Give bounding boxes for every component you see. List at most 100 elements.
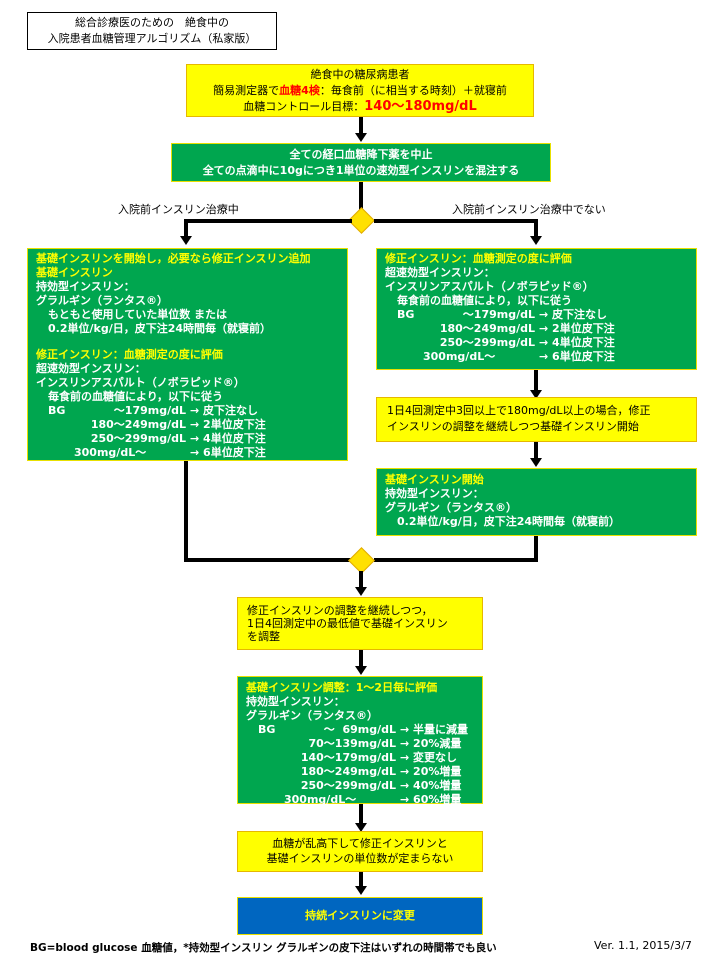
scale-prefix: [258, 765, 284, 779]
connector-line: [534, 442, 538, 459]
left-correction-rule: 毎食前の血糖値により，以下に従う: [48, 390, 224, 403]
arrow-icon: [530, 236, 542, 245]
footer-note: BG=blood glucose 血糖値，*持効型インスリン グラルギンの皮下注…: [30, 942, 497, 954]
connector-line: [534, 219, 538, 237]
scale-action: → 半量に減量: [400, 723, 469, 736]
scale-action: → 皮下注なし: [190, 404, 259, 417]
connector-line: [374, 558, 538, 562]
right-correction-box: 修正インスリン：血糖測定の度に評価 超速効型インスリン： インスリンアスパルト（…: [376, 248, 697, 370]
scale-row: 180～249mg/dL→ 2単位皮下注: [397, 322, 696, 336]
arrow-icon: [355, 823, 367, 832]
scale-row: 300mg/dL～ → 6単位皮下注: [48, 446, 347, 460]
left-heading: 基礎インスリンを開始し，必要なら修正インスリン追加: [36, 252, 311, 265]
merge-line-2: 1日4回測定中の最低値で基礎インスリン: [247, 617, 448, 630]
left-basal-heading: 基礎インスリン: [36, 266, 113, 279]
left-correction-drug: インスリンアスパルト（ノボラピッド®）: [36, 376, 245, 389]
scale-prefix: BG: [48, 404, 66, 417]
scale-range: 250～299mg/dL: [439, 336, 535, 349]
scale-row: 180～249mg/dL → 2単位皮下注: [48, 418, 347, 432]
right-correction-heading: 修正インスリン：血糖測定の度に評価: [385, 252, 572, 265]
right-basal-drug: グラルギン（ランタス®）: [385, 501, 517, 514]
scale-range: 300mg/dL～: [74, 446, 147, 459]
start-line-1: 絶食中の糖尿病患者: [310, 68, 410, 81]
start-line-3-highlight: 140～180mg/dL: [364, 99, 477, 114]
connector-line: [534, 370, 538, 392]
scale-action: → 20%減量: [400, 737, 462, 750]
scale-prefix: BG: [258, 723, 276, 736]
scale-range: 180～249mg/dL: [90, 418, 186, 431]
switch-continuous-insulin-box: 持続インスリンに変更: [237, 897, 483, 935]
adjust-drug: グラルギン（ランタス®）: [246, 709, 378, 722]
scale-prefix: [397, 336, 423, 350]
connector-line: [359, 650, 363, 668]
scale-prefix: BG: [397, 308, 415, 321]
scale-range: ～179mg/dL: [462, 308, 535, 321]
merge-line-3: を調整: [247, 630, 280, 643]
unstable-line-2: 基礎インスリンの単位数が定まらない: [266, 852, 454, 865]
connector-line: [184, 219, 188, 237]
right-condition-box: 1日4回測定中3回以上で180mg/dL以上の場合，修正 インスリンの調整を継続…: [376, 397, 697, 442]
unstable-line-1: 血糖が乱高下して修正インスリンと: [272, 837, 448, 850]
scale-prefix: [258, 779, 284, 793]
right-correction-drug: インスリンアスパルト（ノボラピッド®）: [385, 280, 594, 293]
scale-action: → 60%増量: [400, 793, 462, 806]
arrow-icon: [355, 133, 367, 142]
right-basal-start-box: 基礎インスリン開始 持効型インスリン： グラルギン（ランタス®） 0.2単位/k…: [376, 468, 697, 536]
connector-line: [359, 117, 363, 135]
scale-prefix: [48, 432, 74, 446]
stop-line-1: 全ての経口血糖降下薬を中止: [289, 148, 433, 161]
scale-action: → 皮下注なし: [539, 308, 608, 321]
merge-adjust-box: 修正インスリンの調整を継続しつつ， 1日4回測定中の最低値で基礎インスリン を調…: [237, 597, 483, 650]
final-label: 持続インスリンに変更: [305, 909, 415, 922]
basal-adjust-box: 基礎インスリン調整：1～2日毎に評価 持効型インスリン： グラルギン（ランタス®…: [237, 676, 483, 807]
scale-action: → 2単位皮下注: [539, 322, 615, 335]
merge-diamond-icon: [348, 547, 375, 574]
condition-line-1: 1日4回測定中3回以上で180mg/dL以上の場合，修正: [387, 404, 651, 417]
right-basal-dose: 0.2単位/kg/日，皮下注24時間毎（就寝前）: [397, 515, 621, 528]
stop-line-2: 全ての点滴中に10gにつき1単位の速効型インスリンを混注する: [202, 164, 520, 177]
start-line-3: 血糖コントロール目標：140～180mg/dL: [187, 99, 533, 115]
scale-action: → 4単位皮下注: [539, 336, 615, 349]
scale-prefix: [48, 446, 74, 460]
adjust-type: 持効型インスリン：: [246, 695, 345, 708]
merge-line-1: 修正インスリンの調整を継続しつつ，: [247, 604, 433, 617]
scale-row: BG～ 69mg/dL→ 半量に減量: [258, 723, 482, 737]
scale-range: 300mg/dL～: [284, 793, 357, 806]
scale-row: 140～179mg/dL→ 変更なし: [258, 751, 482, 765]
right-basal-heading: 基礎インスリン開始: [385, 473, 484, 486]
start-line-2-prefix: 簡易測定器で: [213, 84, 280, 97]
left-correction-type: 超速効型インスリン：: [36, 362, 146, 375]
scale-prefix: [397, 350, 423, 364]
scale-range: 250～299mg/dL: [300, 779, 396, 792]
branch-label-right: 入院前インスリン治療中でない: [452, 203, 606, 216]
start-box: 絶食中の糖尿病患者 簡易測定器で血糖4検：毎食前（に相当する時刻）＋就寝前 血糖…: [186, 64, 534, 117]
scale-row: 180～249mg/dL→ 20%増量: [258, 765, 482, 779]
title-line-2: 入院患者血糖管理アルゴリズム（私家版）: [47, 32, 257, 45]
left-insulin-box: 基礎インスリンを開始し，必要なら修正インスリン追加 基礎インスリン 持効型インス…: [27, 248, 348, 461]
adjust-heading: 基礎インスリン調整：1～2日毎に評価: [246, 681, 438, 694]
scale-range: 300mg/dL～: [423, 350, 496, 363]
scale-action: → 20%増量: [400, 765, 462, 778]
scale-action: → 6単位皮下注: [190, 446, 266, 459]
arrow-icon: [355, 587, 367, 596]
scale-row: 250～299mg/dL→ 40%増量: [258, 779, 482, 793]
unstable-glucose-box: 血糖が乱高下して修正インスリンと 基礎インスリンの単位数が定まらない: [237, 831, 483, 872]
scale-prefix: [48, 418, 74, 432]
scale-action: → 2単位皮下注: [190, 418, 266, 431]
arrow-icon: [180, 236, 192, 245]
connector-line: [374, 219, 538, 223]
title-line-1: 総合診療医のための 絶食中の: [75, 16, 229, 29]
connector-line: [534, 536, 538, 562]
arrow-icon: [530, 458, 542, 467]
right-correction-type: 超速効型インスリン：: [385, 266, 495, 279]
connector-line: [359, 182, 363, 212]
arrow-icon: [530, 390, 542, 399]
right-correction-rule: 毎食前の血糖値により，以下に従う: [397, 294, 573, 307]
title-box: 総合診療医のための 絶食中の 入院患者血糖管理アルゴリズム（私家版）: [27, 12, 277, 50]
scale-row: 300mg/dL～→ 6単位皮下注: [397, 350, 696, 364]
condition-line-2: インスリンの調整を継続しつつ基礎インスリン開始: [387, 420, 639, 433]
scale-prefix: [258, 751, 284, 765]
left-basal-dose-2: 0.2単位/kg/日，皮下注24時間毎（就寝前）: [48, 322, 272, 335]
scale-range: 140～179mg/dL: [300, 751, 396, 764]
